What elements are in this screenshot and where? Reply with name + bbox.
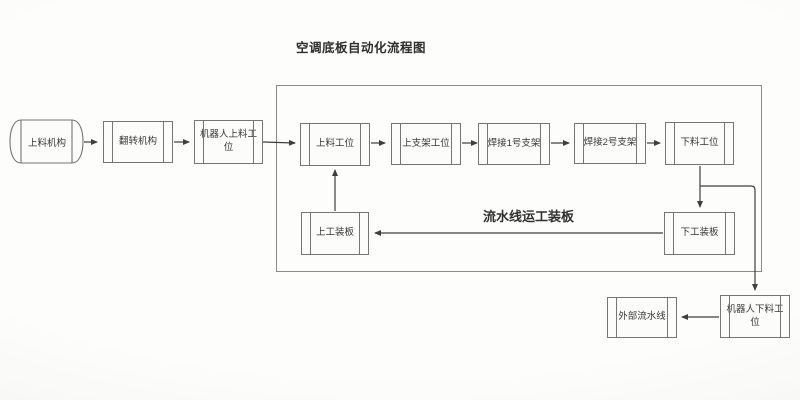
node-label: 焊接1号支架 (487, 137, 541, 149)
node-label: 下料工位 (680, 137, 719, 149)
node-feed-station: 上料工位 (300, 123, 370, 166)
node-upper-tooling-plate: 上工装板 (301, 212, 369, 255)
diagram-title: 空调底板自动化流程图 (296, 41, 427, 55)
node-robot-feed-station: 机器人上料工位 (194, 120, 263, 164)
node-upper-bracket-station: 上支架工位 (391, 123, 461, 165)
node-lower-tooling-plate: 下工装板 (664, 212, 735, 255)
node-robot-unload-station: 机器人下料工位 (720, 295, 790, 338)
node-label: 翻转机构 (118, 135, 157, 147)
node-feed-mechanism: 上料机构 (10, 119, 84, 164)
node-label: 上支架工位 (402, 137, 450, 149)
edge-robot-feed-to-feed-station (262, 139, 296, 146)
node-flip-mechanism: 翻转机构 (103, 121, 173, 163)
node-label: 外部流水线 (618, 311, 666, 323)
node-label: 上工装板 (315, 227, 354, 239)
node-label: 机器人下料工位 (726, 303, 784, 328)
assembly-line-frame (276, 85, 762, 272)
node-label: 机器人上料工位 (199, 129, 257, 153)
node-label: 下工装板 (680, 227, 719, 239)
flow-line-label: 流水线运工装板 (483, 209, 575, 224)
node-weld-bracket-2: 焊接2号支架 (574, 123, 646, 164)
node-external-line: 外部流水线 (607, 297, 677, 338)
node-weld-bracket-1: 焊接1号支架 (478, 123, 550, 165)
node-label: 上料机构 (27, 137, 66, 149)
edge-unload-to-robot-unload (700, 185, 758, 291)
node-unload-station: 下料工位 (665, 122, 734, 165)
node-feed-mechanism-shape (9, 119, 84, 164)
node-label: 上料工位 (315, 138, 354, 150)
node-label: 焊接2号支架 (583, 137, 637, 149)
